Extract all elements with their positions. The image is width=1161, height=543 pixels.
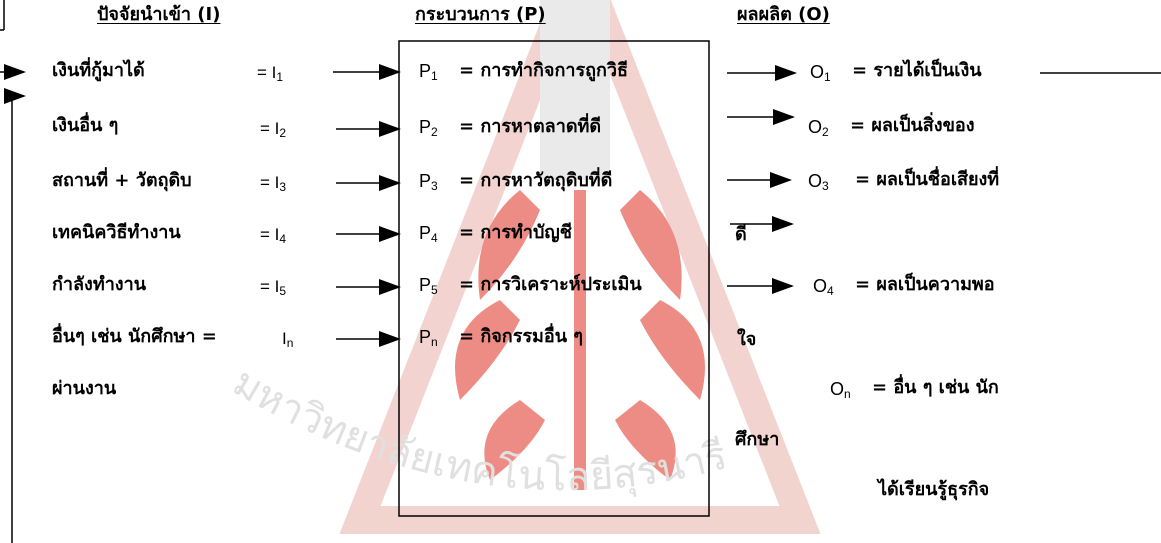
process-label-3: = การหาวัตถุดิบที่ดี (459, 170, 613, 191)
input-label-3: สถานที่ + วัตถุดิบ (52, 170, 192, 191)
input-header: ปัจจัยนำเข้า (I) (97, 4, 221, 25)
input-label-2: เงินอื่น ๆ (52, 115, 119, 136)
output-label-n: = อื่น ๆ เช่น นัก (872, 377, 999, 398)
input-label-4: เทคนิควิธีทำงาน (52, 222, 181, 243)
process-label-5: = การวิเคราะห์ประเมิน (459, 274, 642, 295)
output-code-4: O4 (813, 276, 834, 298)
output-code-1: O1 (810, 62, 831, 84)
input-label-n: อื่นๆ เช่น นักศึกษา = (52, 326, 217, 347)
process-label-2: = การหาตลาดที่ดี (459, 116, 602, 137)
process-box (398, 40, 710, 517)
output-code-2: O2 (808, 117, 829, 139)
output-label-4-cont: ใจ (737, 329, 757, 350)
feedback-line (0, 0, 26, 543)
output-label-4: = ผลเป็นความพอ (855, 274, 995, 295)
input-code-n: In (282, 329, 294, 350)
output-header: ผลผลิต (O) (737, 4, 830, 25)
input-code-4: = I4 (260, 225, 287, 246)
process-code-3: P3 (419, 171, 438, 193)
process-header: กระบวนการ (P) (415, 4, 546, 25)
input-code-3: = I3 (260, 173, 287, 194)
output-label-3: = ผลเป็นชื่อเสียงที่ (855, 169, 1000, 190)
input-arrows (333, 64, 401, 347)
process-code-1: P1 (419, 61, 438, 83)
process-code-2: P2 (419, 117, 438, 139)
output-label-n-cont-1: ศึกษา (735, 429, 780, 450)
process-code-5: P5 (419, 275, 438, 297)
input-label-5: กำลังทำงาน (52, 274, 146, 295)
output-code-n: On (830, 379, 851, 401)
output-label-1: = รายได้เป็นเงิน (852, 60, 982, 81)
output-arrows (727, 65, 1161, 294)
output-code-3: O3 (808, 171, 829, 193)
output-label-2: = ผลเป็นสิ่งของ (850, 115, 975, 136)
process-label-n: = กิจกรรมอื่น ๆ (459, 326, 583, 347)
input-code-2: = I2 (260, 119, 287, 140)
process-code-4: P4 (419, 223, 438, 245)
input-code-5: = I5 (260, 277, 287, 298)
process-code-n: Pn (419, 327, 438, 349)
input-label-n-cont: ผ่านงาน (52, 378, 117, 399)
input-label-1: เงินที่กู้มาได้ (52, 60, 145, 81)
output-label-n-cont-2: ได้เรียนรู้ธุรกิจ (878, 479, 990, 500)
process-label-4: = การทำบัญชี (459, 222, 572, 243)
input-code-1: = I1 (257, 63, 284, 84)
process-label-1: = การทำกิจการถูกวิธี (459, 60, 629, 81)
output-label-3-cont: ดี (735, 224, 747, 245)
